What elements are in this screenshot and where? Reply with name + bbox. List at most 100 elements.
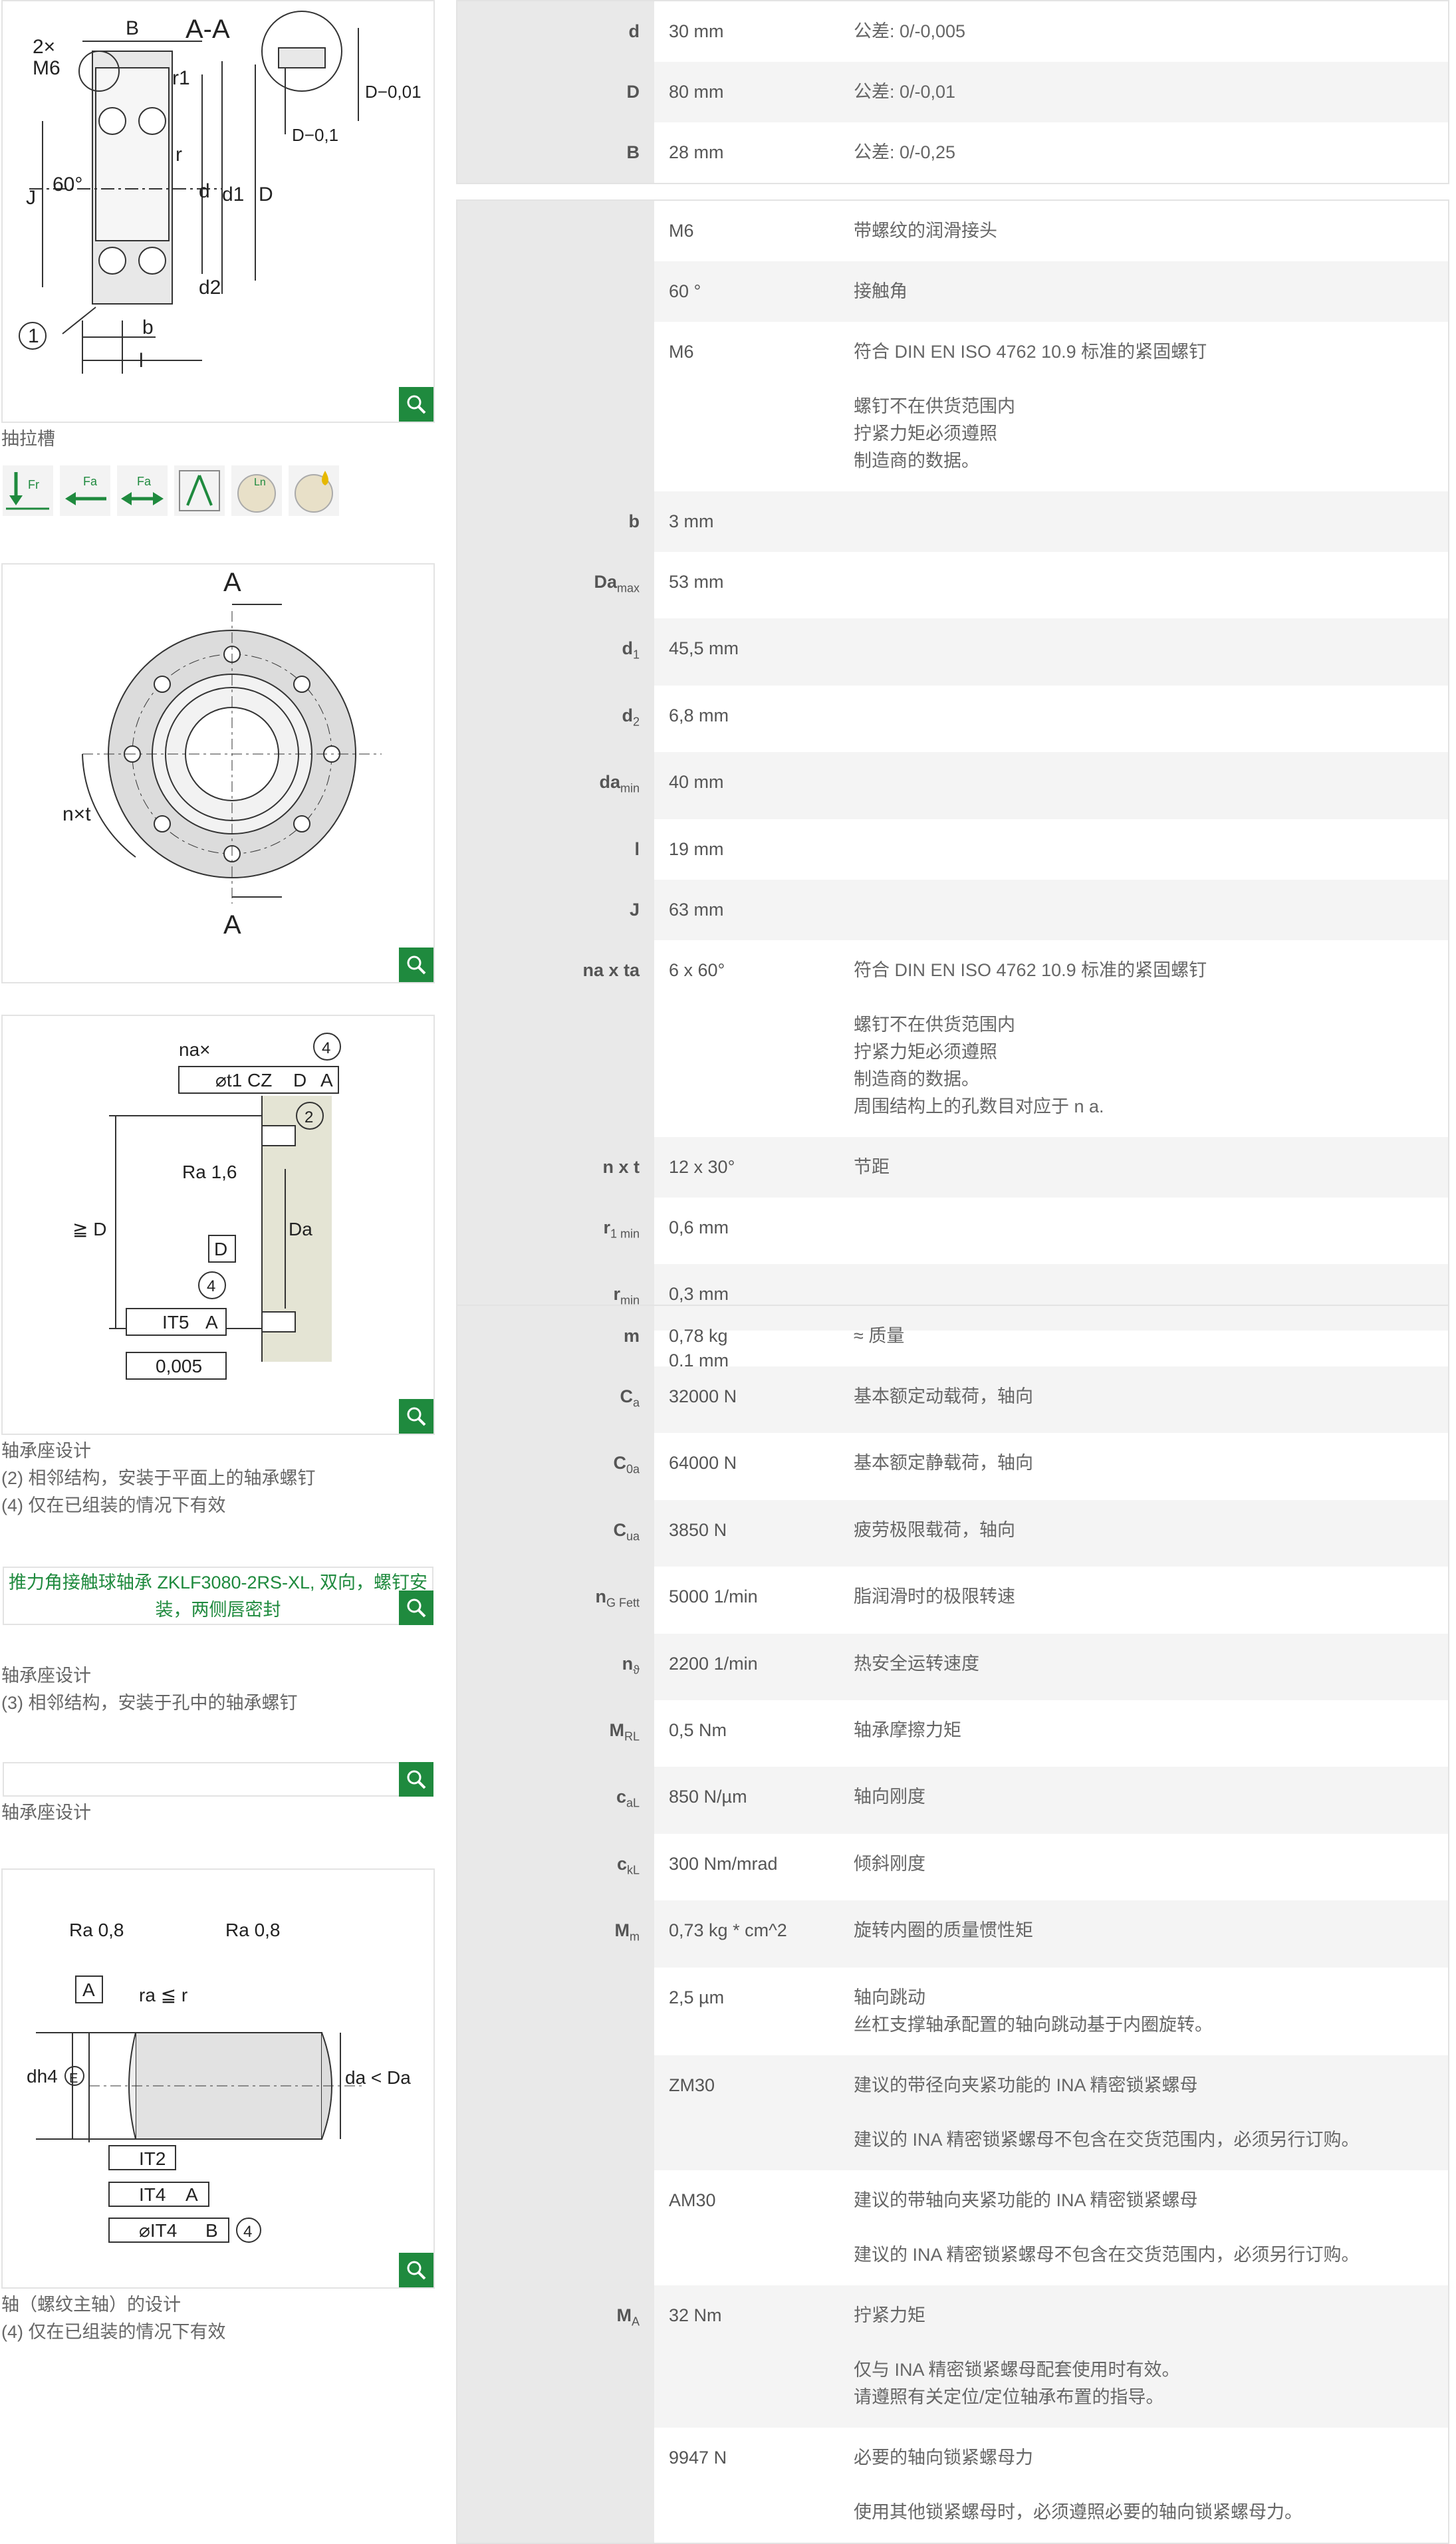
spec-description-line: 螺钉不在供货范围内 <box>854 396 1015 416</box>
spec-value: 300 Nm/mrad <box>669 1853 778 1874</box>
d4-c4: 4 <box>243 2223 252 2241</box>
spec-key <box>457 201 654 261</box>
spec-description: 基本额定静载荷，轴向 <box>854 1433 1448 1499</box>
spec-key-sub: a <box>632 1396 640 1410</box>
spec-key-main: da <box>599 772 620 793</box>
spec-description: 倾斜刚度 <box>854 1834 1448 1900</box>
spec-value: ZM30 <box>654 2055 854 2170</box>
d3-dbox: D <box>214 1239 227 1259</box>
d4-dada: da < Da <box>345 2067 411 2088</box>
caption-4: 轴承座设计 <box>1 1803 91 1823</box>
spec-description-line: 丝杠支撑轴承配置的轴向跳动基于内圈旋转。 <box>854 2014 1213 2035</box>
d3-it5: IT5 <box>162 1312 189 1333</box>
spec-description-line: 轴向跳动 <box>854 1987 925 2007</box>
zoom-button-1[interactable] <box>399 387 433 422</box>
zoom-button-6[interactable] <box>399 2253 433 2287</box>
spec-key: na x ta <box>457 940 654 1137</box>
d4-it4: IT4 <box>139 2184 166 2205</box>
caption-3-line-2: (3) 相邻结构，安装于孔中的轴承螺钉 <box>1 1693 298 1713</box>
d1-label-8: 60° <box>53 174 82 195</box>
spec-description: 热安全运转速度 <box>854 1633 1448 1700</box>
spec-value: 0,6 mm <box>669 1217 729 1237</box>
spec-key-sub: 1 <box>632 648 640 662</box>
spec-key: r1 min <box>457 1197 654 1264</box>
svg-text:Fr: Fr <box>28 478 39 491</box>
spec-row: 2,5 µm 轴向跳动丝杠支撑轴承配置的轴向跳动基于内圈旋转。 <box>457 1967 1448 2055</box>
spec-description: 必要的轴向锁紧螺母力使用其他锁紧螺母时，必须遵照必要的轴向锁紧螺母力。 <box>854 2428 1448 2543</box>
zoom-button-4[interactable] <box>399 1590 433 1625</box>
d1-label-14: d2 <box>199 277 221 299</box>
svg-text:Fa: Fa <box>137 475 152 488</box>
product-image-link[interactable]: 推力角接触球轴承 ZKLF3080-2RS-XL, 双向，螺钉安装，两侧唇密封 <box>3 1567 433 1625</box>
magnifier-icon <box>407 955 426 975</box>
spec-key: d2 <box>457 685 654 753</box>
spec-description <box>854 618 1448 686</box>
spec-value: 53 mm <box>669 572 724 592</box>
svg-text:Ln: Ln <box>254 477 266 488</box>
spec-description-line: 拧紧力矩必须遵照 <box>854 1041 997 1062</box>
spec-key: B <box>457 122 654 183</box>
spec-value: 60 ° <box>654 261 854 322</box>
spec-description <box>854 552 1448 618</box>
spec-value: 12 x 30° <box>654 1136 854 1198</box>
spec-description-line: 倾斜刚度 <box>854 1853 925 1874</box>
spec-description-line: 使用其他锁紧螺母时，必须遵照必要的轴向锁紧螺母力。 <box>854 2501 1302 2522</box>
d3-ra: Ra 1,6 <box>182 1162 237 1182</box>
d3-ged: ≧ D <box>72 1219 106 1239</box>
magnifier-icon <box>407 1598 426 1618</box>
zoom-button-2[interactable] <box>399 948 433 982</box>
spec-value: 63 mm <box>654 879 854 940</box>
magnifier-icon <box>407 1770 426 1789</box>
d1-label-5: r1 <box>172 67 190 89</box>
spec-key: nG Fett <box>457 1567 654 1634</box>
spec-value: 0,3 mm <box>654 1263 854 1331</box>
zoom-button-3[interactable] <box>399 1399 433 1434</box>
spec-value: 0,78 kg <box>669 1326 728 1346</box>
shaft-design-drawing: Ra 0,8 Ra 0,8 A ra ≦ r dh4 E da < Da IT2… <box>27 1920 411 2243</box>
spec-key: D <box>457 62 654 122</box>
spec-key: MA <box>457 2285 654 2428</box>
spec-description-line: 制造商的数据。 <box>854 451 979 471</box>
spec-description: 带螺纹的润滑接头 <box>854 201 1448 261</box>
spec-description-line: 公差: 0/-0,005 <box>854 21 966 41</box>
spec-value: 2,5 µm <box>669 1987 725 2007</box>
magnifier-icon <box>407 395 426 414</box>
spec-key: d1 <box>457 618 654 686</box>
spec-key-main: r <box>613 1283 620 1304</box>
spec-key: Mm <box>457 1900 654 1968</box>
spec-description <box>854 819 1448 880</box>
spec-key: C0a <box>457 1433 654 1500</box>
caption-2: 轴承座设计 (2) 相邻结构，安装于平面上的轴承螺钉 (4) 仅在已组装的情况下… <box>1 1438 433 1519</box>
caption-2-line-3: (4) 仅在已组装的情况下有效 <box>1 1495 226 1515</box>
spec-description-line: 基本额定动载荷，轴向 <box>854 1386 1033 1406</box>
spec-value: 2200 1/min <box>654 1633 854 1700</box>
spec-description-line: 请遵照有关定位/定位轴承布置的指导。 <box>854 2386 1164 2407</box>
d4-ra2: Ra 0,8 <box>225 1920 281 1940</box>
spec-description-line: ≈ 质量 <box>854 1326 905 1346</box>
spec-description-line: 旋转内圈的质量惯性矩 <box>854 1920 1033 1941</box>
spec-key: d <box>457 1 654 62</box>
spec-description-line: 建议的 INA 精密锁紧螺母不包含在交货范围内，必须另行订购。 <box>854 2244 1360 2265</box>
spec-key-sub: 1 min <box>610 1226 640 1240</box>
caption-2-line-2: (2) 相邻结构，安装于平面上的轴承螺钉 <box>1 1468 316 1488</box>
spec-description-line: 轴承摩擦力矩 <box>854 1719 961 1740</box>
spec-key: b <box>457 491 654 552</box>
spec-description-line: 必要的轴向锁紧螺母力 <box>854 2447 1033 2468</box>
spec-description-line: 公差: 0/-0,25 <box>854 142 956 162</box>
zoom-button-5[interactable] <box>399 1762 433 1797</box>
spec-value: 28 mm <box>669 142 724 162</box>
broken-image-alt-text[interactable]: 推力角接触球轴承 ZKLF3080-2RS-XL, 双向，螺钉安装，两侧唇密封 <box>8 1573 428 1620</box>
spec-row: 60 °接触角 <box>457 261 1448 322</box>
d3-flat: 0,005 <box>156 1356 202 1376</box>
spec-description: 公差: 0/-0,25 <box>854 122 1448 183</box>
bearing-section-drawing: 2× M6 B A-A r1 D−0,01 D−0,1 60° J r d d1… <box>19 11 422 374</box>
d4-a: A <box>82 1979 95 2000</box>
